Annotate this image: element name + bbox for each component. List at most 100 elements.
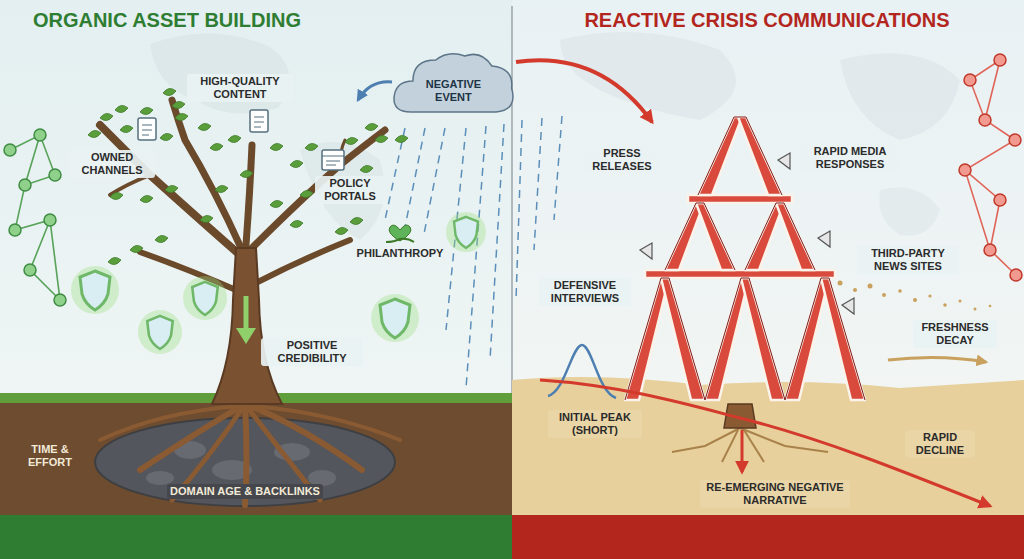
sand-grain [928, 294, 931, 297]
footer-bar [512, 515, 1024, 559]
network-node [49, 169, 61, 181]
decay-arrow [888, 357, 986, 362]
network-node [994, 54, 1006, 66]
network-node [9, 224, 21, 236]
network-node [1009, 134, 1021, 146]
storm-arrow [516, 60, 652, 122]
network-node [24, 264, 36, 276]
card [661, 278, 705, 400]
curve-label: INITIAL PEAK (SHORT) [548, 410, 642, 438]
card [705, 278, 749, 400]
card-outline [698, 117, 782, 195]
megaphone [640, 243, 652, 259]
megaphone [818, 231, 830, 247]
shield-glow [71, 266, 119, 314]
network-node [34, 129, 46, 141]
shield-glow [371, 294, 419, 342]
sand-grain [882, 293, 886, 297]
network-lines [965, 170, 990, 250]
ground-crack [722, 430, 738, 462]
branch-label: PHILANTHROPY [354, 246, 447, 261]
network-node [964, 74, 976, 86]
sand-grain [943, 303, 947, 307]
sand-grain [853, 288, 857, 292]
root-label: DOMAIN AGE & BACKLINKS [167, 484, 323, 499]
curve-label: RAPID DECLINE [905, 430, 975, 458]
card-label: DEFENSIVE INTERVIEWS [539, 278, 631, 306]
sand-particles [838, 281, 992, 311]
shield [192, 282, 218, 315]
network-lines [10, 135, 60, 300]
branch [246, 145, 252, 245]
card [625, 278, 669, 400]
portal-icon [322, 150, 344, 170]
network-lines [965, 60, 1016, 275]
branch-label: HIGH-QUALITY CONTENT [187, 74, 293, 102]
network-node [54, 294, 66, 306]
root [250, 406, 400, 440]
network-node [959, 164, 971, 176]
shield-glow [183, 276, 227, 320]
card-label: RAPID MEDIA RESPONSES [799, 144, 901, 172]
cloud-node: NEGATIVE EVENT [388, 48, 519, 126]
card-label: PRESS RELEASES [583, 146, 661, 174]
tree-trunk [212, 248, 282, 404]
card-outline [785, 278, 865, 400]
card [698, 117, 742, 195]
cloud-outline [394, 54, 513, 112]
hand-icon [386, 239, 414, 242]
network-node [1010, 269, 1022, 281]
network-lines [50, 220, 60, 300]
trunk-arrow [244, 296, 249, 330]
map-continent [879, 188, 940, 236]
network-node [4, 144, 16, 156]
document-icon [138, 118, 156, 140]
curve-label: RE-EMERGING NEGATIVE NARRATIVE [700, 480, 850, 508]
soil [0, 400, 512, 515]
ground-crack [744, 430, 764, 462]
sand-grain [913, 298, 917, 302]
decay-label: FRESHNESS DECAY [913, 320, 997, 348]
shield [380, 299, 410, 338]
network-node [984, 244, 996, 256]
network-node [979, 114, 991, 126]
sand-grain [989, 305, 992, 308]
document-lines [142, 125, 152, 135]
card [741, 278, 785, 400]
card-outline [705, 278, 785, 400]
shield-glow [446, 212, 486, 252]
document-lines [254, 117, 264, 127]
rain-streak [466, 126, 486, 388]
network-node [994, 194, 1006, 206]
card [745, 203, 784, 270]
soil-label: TIME & EFFORT [16, 442, 84, 470]
stone [146, 471, 174, 485]
rain-streak [516, 120, 522, 300]
shield-glow [138, 310, 182, 354]
cloud-label: NEGATIVE EVENT [414, 78, 492, 104]
card [696, 203, 735, 270]
card [785, 278, 829, 400]
branch [110, 175, 150, 195]
portal-lines [322, 156, 344, 165]
rain-streak [404, 128, 425, 232]
card-outline [745, 203, 815, 270]
sand-ground [512, 377, 1024, 515]
card [776, 203, 815, 270]
document-icon [250, 110, 268, 132]
sand-grain [868, 284, 873, 289]
shield [147, 316, 173, 349]
sand-grain [838, 281, 843, 286]
map-continent [840, 53, 960, 140]
branch-label: POLICY PORTALS [315, 176, 385, 204]
trunk-label: POSITIVE CREDIBILITY [261, 338, 363, 366]
panel-heading: ORGANIC ASSET BUILDING [30, 8, 304, 34]
card [821, 278, 865, 400]
card-label: THIRD-PARTY NEWS SITES [857, 246, 959, 274]
card [665, 203, 704, 270]
rain-streak [490, 124, 504, 360]
footer-bar [0, 515, 512, 559]
trunk-arrow-head [236, 328, 256, 344]
branch [172, 100, 242, 250]
